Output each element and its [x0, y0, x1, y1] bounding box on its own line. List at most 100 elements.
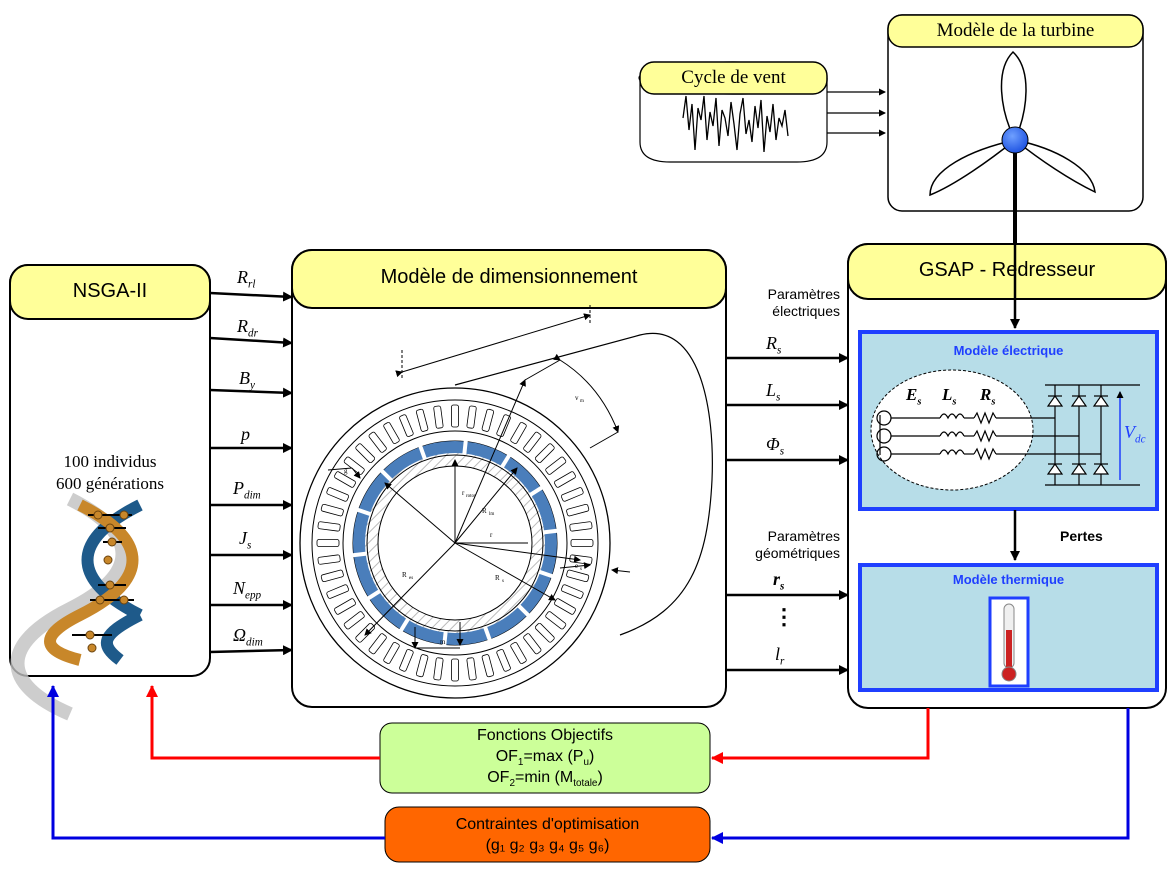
stator-slot: [496, 649, 511, 672]
magnet-gap: [399, 617, 410, 632]
stator-slot: [569, 521, 593, 532]
params-elec-line1: Paramètres: [767, 286, 840, 302]
nsga-generations: 600 générations: [55, 474, 165, 493]
circuit-label-vdc: Vdc: [1124, 422, 1146, 446]
thermometer-icon: [988, 596, 1030, 688]
stator-slots: [316, 404, 594, 682]
stator-slot: [496, 414, 511, 437]
nsga-header: [9, 264, 211, 320]
output-label-phis: Φs: [766, 434, 785, 458]
nsga-individus: 100 individus: [63, 452, 157, 471]
output-label-rs: Rs: [766, 333, 782, 357]
input-label-rdr: Rdr: [237, 316, 258, 340]
stator-slot: [383, 422, 400, 444]
input-label-omega: Ωdim: [233, 625, 263, 649]
stator-slot: [554, 471, 576, 488]
magnet-gap: [418, 445, 427, 460]
objective-of1: OF1=max (Pu): [495, 748, 595, 769]
circuit-label-es: Es: [906, 385, 922, 408]
circuit-label-rs: Rs: [980, 385, 996, 408]
stator-slot: [481, 654, 495, 678]
params-elec-line2: électriques: [772, 303, 840, 319]
elec-model-title: Modèle électrique: [953, 343, 1064, 358]
stator-slot: [566, 569, 590, 583]
stator-slot: [368, 633, 387, 655]
objectives-title: Fonctions Objectifs: [476, 727, 614, 744]
magnet-gap: [500, 454, 511, 469]
input-label-rrl: Rrl: [237, 267, 256, 291]
label-m: m: [440, 638, 446, 646]
turbine-title: Modèle de la turbine: [936, 20, 1095, 41]
stator-slot: [334, 598, 356, 615]
objective-feedback-arrows: [146, 685, 930, 764]
label-r-rotor-sub: rotor: [466, 494, 476, 499]
stator-slot: [534, 443, 555, 464]
stator-slot: [320, 569, 344, 583]
stator-slot: [317, 521, 341, 532]
nsga-title: NSGA-II: [72, 280, 148, 302]
magnet-gap: [528, 485, 543, 497]
stator-slot: [523, 633, 542, 655]
stator-slot: [510, 642, 527, 664]
label-v: v: [575, 394, 579, 402]
pertes-label: Pertes: [1060, 528, 1103, 544]
turbine-header: [887, 14, 1144, 48]
magnet-gap: [462, 440, 468, 455]
stator-slot: [451, 404, 459, 428]
wind-header: [639, 61, 828, 95]
stator-slot: [415, 408, 429, 432]
drawing-labels: g r rotor R lm r R es R s e s m v m: [344, 394, 584, 646]
input-label-by: By: [239, 368, 255, 392]
stator-slot: [451, 658, 459, 682]
label-e-sub: s: [580, 567, 582, 572]
stator-slot: [316, 539, 340, 547]
label-r-rotor: r: [462, 489, 465, 497]
input-label-p: p: [241, 424, 250, 444]
gsap-header: [847, 243, 1167, 300]
magnet-gap: [543, 528, 558, 535]
constraint-feedback-arrows: [47, 685, 1130, 844]
stator-slot: [415, 654, 429, 678]
params-geo-line1: Paramètres: [767, 528, 840, 544]
stator-slot: [561, 487, 584, 502]
magnet-gap: [516, 604, 530, 617]
magnet-gap: [483, 626, 492, 641]
dimensioning-header: [291, 249, 727, 309]
stator-slot: [545, 456, 567, 475]
magnet-gap: [356, 507, 372, 517]
output-label-lr: lr: [775, 644, 785, 668]
electrical-circuit: [870, 369, 1140, 491]
input-label-nepp: Nepp: [233, 578, 262, 602]
constraints-title: Contraintes d'optimisation: [455, 816, 640, 833]
machine-cross-section: g r rotor R lm r R es R s e s m v m: [299, 305, 713, 699]
magnet-gap: [380, 469, 394, 482]
stator-slot: [334, 471, 356, 488]
circuit-label-ls: Ls: [942, 385, 957, 408]
input-arrows: [209, 291, 293, 656]
label-r-e: R: [402, 571, 407, 579]
label-r-lm-sub: lm: [489, 512, 494, 517]
label-r-e-sub: es: [409, 576, 413, 581]
input-label-js: Js: [239, 528, 252, 552]
label-r: r: [490, 531, 493, 539]
stator-slot: [355, 443, 376, 464]
turbine-block: [887, 14, 1144, 245]
stator-slot: [466, 657, 477, 681]
stator-slot: [433, 657, 444, 681]
stator-slot: [326, 487, 349, 502]
label-r-lm: R: [482, 507, 487, 515]
output-label-ls: Ls: [766, 380, 781, 404]
stator-slot: [534, 622, 555, 643]
stator-slot: [510, 422, 527, 444]
stator-slot: [399, 649, 414, 672]
stator-slot: [383, 642, 400, 664]
label-r-s-sub: s: [502, 579, 504, 584]
wind-arrows: [827, 88, 886, 137]
stator-slot: [523, 431, 542, 453]
stator-slot: [368, 431, 387, 453]
stator-slot: [433, 405, 444, 429]
label-r-s: R: [495, 574, 500, 582]
stator-slot: [554, 598, 576, 615]
